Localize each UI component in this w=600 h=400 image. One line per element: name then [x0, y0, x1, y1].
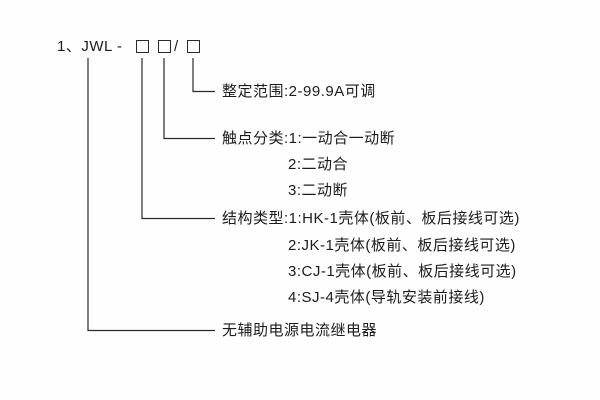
setting-range-label: 整定范围:2-99.9A可调 — [222, 83, 376, 100]
structure-type-option: 3:CJ-1壳体(板前、板后接线可选) — [288, 263, 517, 280]
model-prefix: 1、JWL - — [57, 38, 123, 55]
product-name-label: 无辅助电源电流继电器 — [222, 322, 378, 339]
connector-structure-type — [141, 58, 215, 220]
connector-setting-range — [192, 58, 215, 93]
contact-class-option: 3:二动断 — [288, 182, 349, 199]
contact-class-option: 2:二动合 — [288, 156, 349, 173]
contact-class-box — [158, 40, 171, 53]
connector-contact-class — [163, 58, 215, 140]
connector-product-name — [87, 58, 215, 332]
structure-type-option: 4:SJ-4壳体(导轨安装前接线) — [288, 289, 485, 306]
structure-type-option: 2:JK-1壳体(板前、板后接线可选) — [288, 237, 516, 254]
contact-class-label: 触点分类:1:一动合一动断 — [222, 130, 396, 147]
setting-range-box — [187, 40, 200, 53]
separator-slash: / — [174, 38, 179, 55]
structure-type-box — [136, 40, 149, 53]
structure-type-label: 结构类型:1:HK-1壳体(板前、板后接线可选) — [222, 210, 520, 227]
